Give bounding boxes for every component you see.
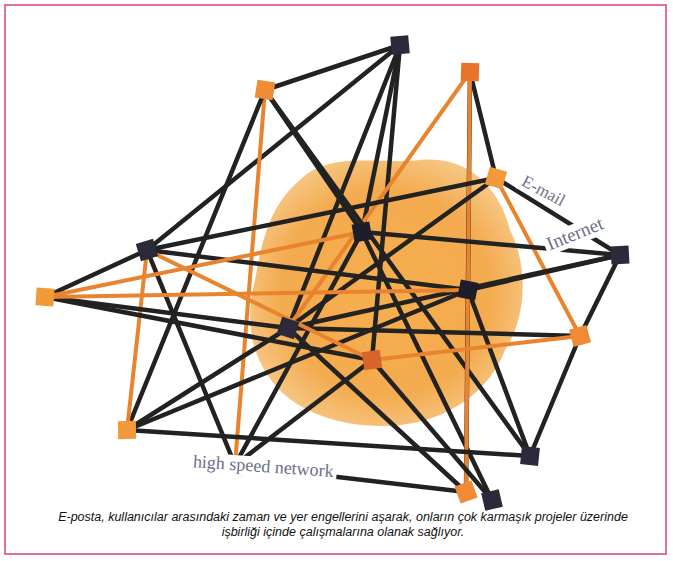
network-node-square	[454, 480, 477, 503]
network-link	[362, 232, 492, 500]
figure-caption: E-posta, kullanıcılar arasındaki zaman v…	[48, 510, 638, 540]
network-link	[45, 232, 362, 297]
network-link	[265, 45, 400, 90]
network-node-square	[611, 246, 630, 265]
network-link	[466, 290, 468, 492]
network-link	[45, 250, 147, 297]
network-link	[127, 328, 288, 430]
network-node-square	[481, 489, 503, 511]
network-link	[288, 328, 580, 336]
network-node-square	[255, 80, 276, 101]
network-link	[127, 430, 530, 456]
network-link	[265, 90, 530, 456]
network-node-square	[362, 350, 382, 370]
network-node-square	[390, 35, 410, 55]
network-link	[580, 255, 620, 336]
network-node-square	[136, 239, 158, 261]
network-node-square	[352, 222, 373, 243]
network-link	[468, 290, 530, 456]
network-node-square	[118, 421, 136, 439]
network-node-square	[520, 446, 540, 466]
network-link	[45, 290, 468, 297]
network-node-square	[277, 317, 300, 340]
network-node-square	[35, 287, 54, 306]
network-node-square	[457, 279, 478, 300]
network-link	[235, 360, 372, 465]
network-link	[147, 250, 468, 290]
network-node-square	[485, 167, 507, 189]
network-node-square	[569, 325, 591, 347]
network-link	[372, 336, 580, 360]
network-link	[530, 336, 580, 456]
network-link	[147, 250, 372, 360]
network-link	[372, 360, 492, 500]
network-link	[470, 72, 496, 178]
network-link	[468, 72, 470, 290]
watermark-label: high speed network	[189, 452, 337, 482]
network-link	[235, 90, 265, 465]
network-link	[147, 45, 400, 250]
network-node-square	[461, 63, 480, 82]
network-link	[496, 178, 580, 336]
